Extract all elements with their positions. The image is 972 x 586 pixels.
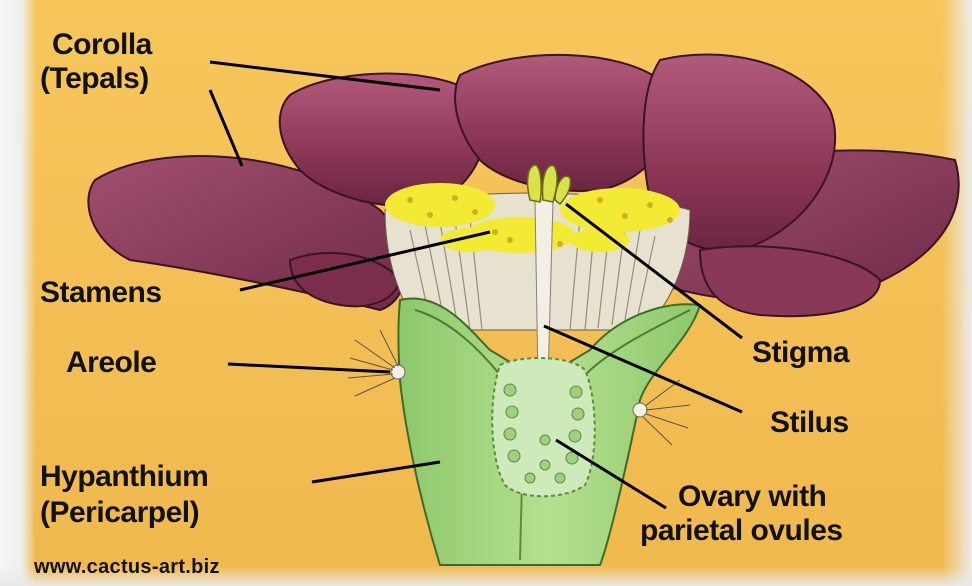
- label-tepals: (Tepals): [40, 62, 149, 96]
- label-stigma: Stigma: [752, 336, 849, 370]
- tepals-pointer-line: [210, 90, 242, 166]
- areole-pointer-line: [228, 364, 390, 372]
- ovary-chamber: [492, 358, 595, 496]
- areole-left: [348, 330, 405, 396]
- label-ovary-line2: parietal ovules: [640, 514, 843, 548]
- label-pericarpel: (Pericarpel): [40, 496, 199, 530]
- style-column: [535, 200, 553, 380]
- label-ovary-line1: Ovary with: [678, 480, 826, 514]
- label-stamens: Stamens: [40, 276, 162, 310]
- label-corolla: Corolla: [52, 28, 152, 62]
- label-stilus: Stilus: [770, 406, 849, 440]
- label-areole: Areole: [66, 346, 156, 380]
- watermark-url: www.cactus-art.biz: [34, 556, 220, 579]
- label-hypanthium: Hypanthium: [40, 460, 208, 494]
- tepal-top-middle: [455, 55, 670, 191]
